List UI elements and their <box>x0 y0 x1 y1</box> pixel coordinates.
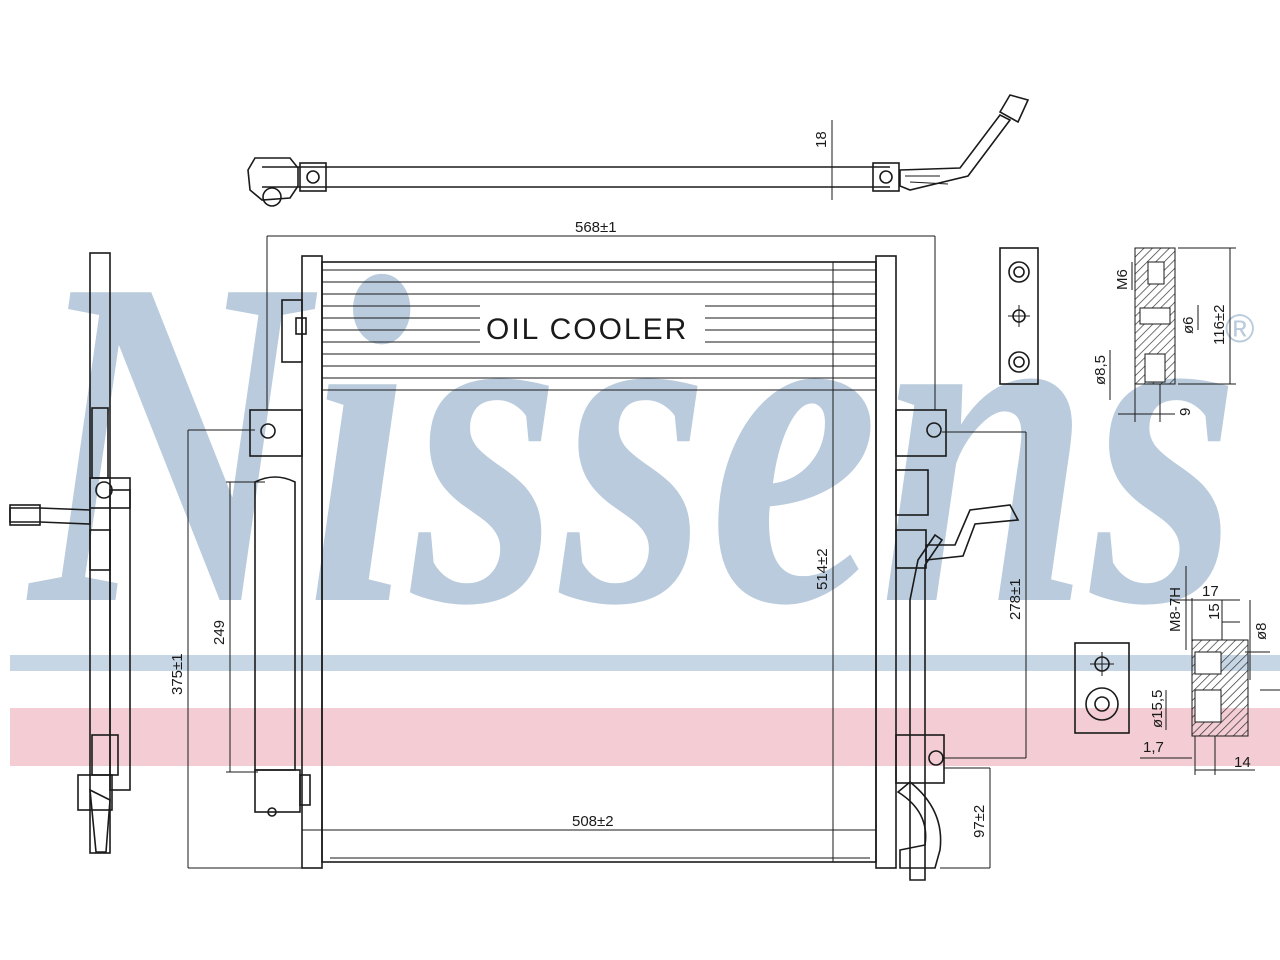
watermark-band-pink <box>10 708 1280 766</box>
dim-flange-depth: 9 <box>1177 408 1194 416</box>
flange-section: 116±2 ø6 M6 ø8,5 9 <box>1092 247 1236 422</box>
dim-top-width: 568±1 <box>575 219 617 236</box>
dim-port-dia8: ø8 <box>1253 622 1270 640</box>
port-section: 17 15 M8-7H ø8 ø15,5 1,7 14 <box>1140 566 1280 775</box>
dim-dryer-length: 249 <box>211 620 228 645</box>
dim-bottom-width: 508±2 <box>572 813 614 830</box>
dim-left-height: 375±1 <box>169 653 186 695</box>
dim-port-thread: M8-7H <box>1167 587 1184 632</box>
port-front-view <box>1074 642 1130 734</box>
dim-bolt-hole: ø6 <box>1180 316 1197 334</box>
dim-core-height: 514±2 <box>814 548 831 590</box>
dim-port-dia155: ø15,5 <box>1149 690 1166 728</box>
top-pipe-view: 18 <box>247 94 1030 207</box>
oil-cooler-label: OIL COOLER <box>486 313 688 346</box>
dimension-lines: 568±1 508±2 514±2 375±1 249 278±1 97±2 <box>169 219 1027 869</box>
dim-flange-height: 116±2 <box>1211 305 1228 346</box>
dim-bottom-offset: 97±2 <box>971 805 988 838</box>
dim-pipe-top: 18 <box>813 131 830 148</box>
left-side-view <box>9 252 131 854</box>
receiver-dryer <box>249 299 311 817</box>
dim-flange-dia: ø8,5 <box>1092 355 1109 385</box>
dim-port-17: 17 <box>1202 583 1219 600</box>
dim-port-14: 14 <box>1234 754 1251 771</box>
flange-front-view <box>999 247 1039 385</box>
watermark-band-blue <box>10 655 1280 671</box>
dim-right-height: 278±1 <box>1007 578 1024 620</box>
dim-port-15: 15 <box>1206 603 1223 620</box>
dim-bolt-thread: M6 <box>1114 269 1131 290</box>
dim-port-17b: 1,7 <box>1143 739 1164 756</box>
right-fittings <box>895 409 1020 881</box>
condenser-core: OIL COOLER <box>301 255 897 869</box>
